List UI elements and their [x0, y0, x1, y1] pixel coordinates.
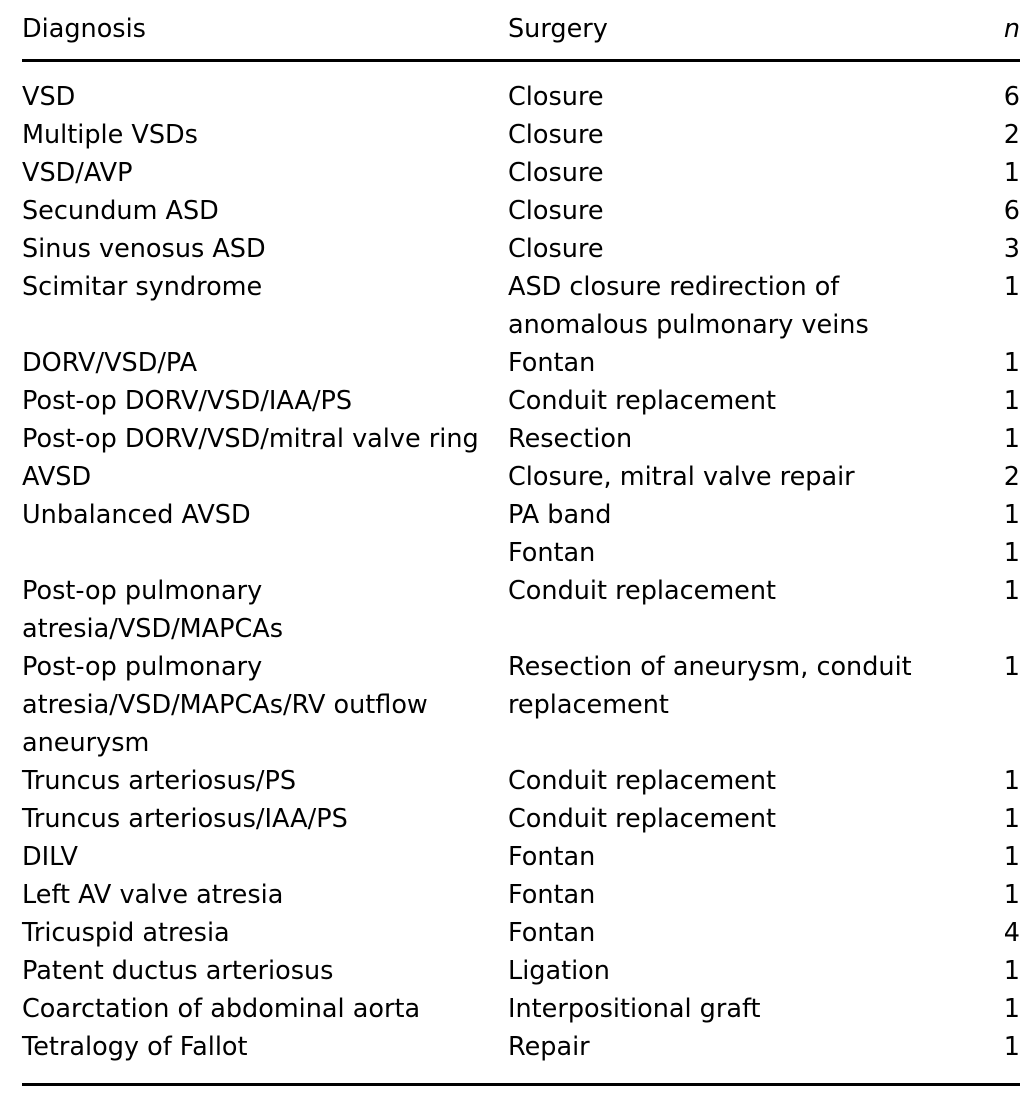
cell-count: 1: [1003, 804, 1020, 834]
cell-surgery: Fontan: [508, 538, 596, 568]
table-row: Scimitar syndrome ASD closure redirection…: [22, 268, 1020, 344]
cell-diagnosis: Post-op DORV/VSD/IAA/PS: [22, 386, 353, 416]
cell-surgery: Resection: [508, 424, 633, 454]
cell-surgery: Fontan: [508, 918, 596, 948]
cell-diagnosis: Left AV valve atresia: [22, 880, 284, 910]
table-row: Post-op DORV/VSD/IAA/PS Conduit replaceme…: [22, 382, 1020, 420]
table-row: Post-op pulmonary atresia/VSD/MAPCAs Cond…: [22, 572, 1020, 648]
table-row: DILV Fontan 1: [22, 838, 1020, 876]
cell-count: 1: [1003, 424, 1020, 454]
cell-diagnosis: Post-op pulmonary atresia/VSD/MAPCAs: [22, 576, 284, 644]
cell-count: 4: [1003, 918, 1020, 948]
cell-surgery: ASD closure redirection of anomalous pul…: [508, 272, 869, 340]
cell-surgery: Closure: [508, 120, 604, 150]
cell-surgery: Closure: [508, 158, 604, 188]
table-row: Sinus venosus ASD Closure 3: [22, 230, 1020, 268]
table-row: DORV/VSD/PA Fontan 1: [22, 344, 1020, 382]
table-row: Fontan 1: [22, 534, 1020, 572]
cell-diagnosis: VSD/AVP: [22, 158, 133, 188]
cell-surgery: Fontan: [508, 880, 596, 910]
table-row: Truncus arteriosus/IAA/PS Conduit replace…: [22, 800, 1020, 838]
cell-count: 1: [1003, 842, 1020, 872]
cell-diagnosis: Sinus venosus ASD: [22, 234, 266, 264]
header-row: Diagnosis Surgery n: [22, 0, 1020, 61]
cell-count: 1: [1003, 576, 1020, 606]
cell-count: 1: [1003, 272, 1020, 302]
cell-diagnosis: Tricuspid atresia: [22, 918, 230, 948]
cell-diagnosis: Post-op pulmonary atresia/VSD/MAPCAs/RV …: [22, 652, 428, 758]
cell-count: 1: [1003, 766, 1020, 796]
cell-count: 1: [1003, 158, 1020, 188]
column-header-surgery: Surgery: [508, 14, 608, 44]
cell-diagnosis: Unbalanced AVSD: [22, 500, 251, 530]
cell-diagnosis: Truncus arteriosus/PS: [22, 766, 297, 796]
cell-surgery: Conduit replacement: [508, 766, 777, 796]
cell-count: 1: [1003, 652, 1020, 682]
cell-surgery: Closure, mitral valve repair: [508, 462, 855, 492]
table-row: Tetralogy of Fallot Repair 1: [22, 1028, 1020, 1085]
cell-count: 3: [1003, 234, 1020, 264]
cell-diagnosis: Truncus arteriosus/IAA/PS: [22, 804, 348, 834]
table-row: Secundum ASD Closure 6: [22, 192, 1020, 230]
cell-diagnosis: Coarctation of abdominal aorta: [22, 994, 421, 1024]
cell-count: 1: [1003, 880, 1020, 910]
cell-count: 1: [1003, 538, 1020, 568]
cell-surgery: Closure: [508, 82, 604, 112]
cell-count: 1: [1003, 994, 1020, 1024]
column-header-diagnosis: Diagnosis: [22, 14, 146, 44]
cell-diagnosis: Tetralogy of Fallot: [22, 1032, 248, 1062]
table-header: Diagnosis Surgery n: [22, 0, 1020, 61]
cell-diagnosis: Multiple VSDs: [22, 120, 198, 150]
cell-surgery: Closure: [508, 234, 604, 264]
cell-surgery: Conduit replacement: [508, 386, 777, 416]
column-header-n: n: [1003, 14, 1020, 44]
cell-count: 6: [1003, 82, 1020, 112]
table-row: Unbalanced AVSD PA band 1: [22, 496, 1020, 534]
cell-diagnosis: Scimitar syndrome: [22, 272, 263, 302]
cell-count: 1: [1003, 348, 1020, 378]
cell-surgery: Interpositional graft: [508, 994, 761, 1024]
cell-diagnosis: DILV: [22, 842, 79, 872]
cell-surgery: Conduit replacement: [508, 804, 777, 834]
cell-surgery: Ligation: [508, 956, 610, 986]
table-row: AVSD Closure, mitral valve repair 2: [22, 458, 1020, 496]
cell-surgery: Resection of aneurysm, conduit replaceme…: [508, 652, 912, 720]
table-row: Coarctation of abdominal aorta Interposit…: [22, 990, 1020, 1028]
cell-diagnosis: Patent ductus arteriosus: [22, 956, 334, 986]
cell-count: 1: [1003, 1032, 1020, 1062]
cell-surgery: PA band: [508, 500, 612, 530]
table-row: Patent ductus arteriosus Ligation 1: [22, 952, 1020, 990]
table-row: Multiple VSDs Closure 2: [22, 116, 1020, 154]
cell-diagnosis: [22, 534, 508, 572]
cell-count: 2: [1003, 462, 1020, 492]
table-row: Truncus arteriosus/PS Conduit replacement…: [22, 762, 1020, 800]
cell-count: 1: [1003, 386, 1020, 416]
cell-diagnosis: Secundum ASD: [22, 196, 219, 226]
cell-diagnosis: VSD: [22, 82, 76, 112]
table-row: Post-op pulmonary atresia/VSD/MAPCAs/RV …: [22, 648, 1020, 762]
table-row: Tricuspid atresia Fontan 4: [22, 914, 1020, 952]
cell-diagnosis: Post-op DORV/VSD/mitral valve ring: [22, 424, 479, 454]
table-row: Post-op DORV/VSD/mitral valve ring Resect…: [22, 420, 1020, 458]
cell-diagnosis: DORV/VSD/PA: [22, 348, 198, 378]
cell-surgery: Conduit replacement: [508, 576, 777, 606]
cell-count: 2: [1003, 120, 1020, 150]
cell-surgery: Fontan: [508, 842, 596, 872]
cell-surgery: Repair: [508, 1032, 590, 1062]
table-row: VSD/AVP Closure 1: [22, 154, 1020, 192]
cell-count: 1: [1003, 500, 1020, 530]
cell-surgery: Closure: [508, 196, 604, 226]
cell-count: 1: [1003, 956, 1020, 986]
cell-surgery: Fontan: [508, 348, 596, 378]
cell-diagnosis: AVSD: [22, 462, 92, 492]
table-row: Left AV valve atresia Fontan 1: [22, 876, 1020, 914]
cell-count: 6: [1003, 196, 1020, 226]
table-row: VSD Closure 6: [22, 61, 1020, 117]
